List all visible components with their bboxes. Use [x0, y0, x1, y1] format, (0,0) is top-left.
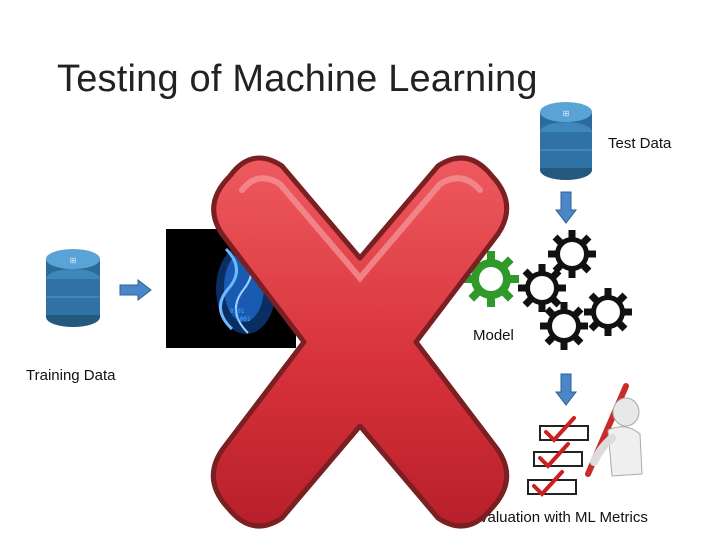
cross-icon	[210, 155, 510, 529]
evaluation-label: Evaluation with ML Metrics	[470, 509, 648, 526]
svg-text:⊞: ⊞	[563, 109, 570, 118]
checklist-icon	[527, 383, 643, 497]
model-label: Model	[473, 327, 514, 344]
gears-icon	[518, 230, 632, 350]
svg-text:⊞: ⊞	[70, 256, 77, 265]
test-data-database-icon: ⊞	[540, 102, 592, 180]
slide-title: Testing of Machine Learning	[57, 58, 538, 100]
svg-text:1001: 1001	[236, 316, 251, 323]
arrow-down-icon	[554, 373, 578, 406]
test-data-label: Test Data	[608, 135, 672, 152]
training-data-database-icon: ⊞	[46, 249, 100, 327]
training-data-label: Training Data	[26, 367, 116, 384]
green-gear-icon	[463, 251, 519, 307]
arrow-right-icon	[119, 278, 152, 302]
svg-text:0101: 0101	[230, 308, 245, 315]
arrow-down-icon	[554, 191, 578, 224]
